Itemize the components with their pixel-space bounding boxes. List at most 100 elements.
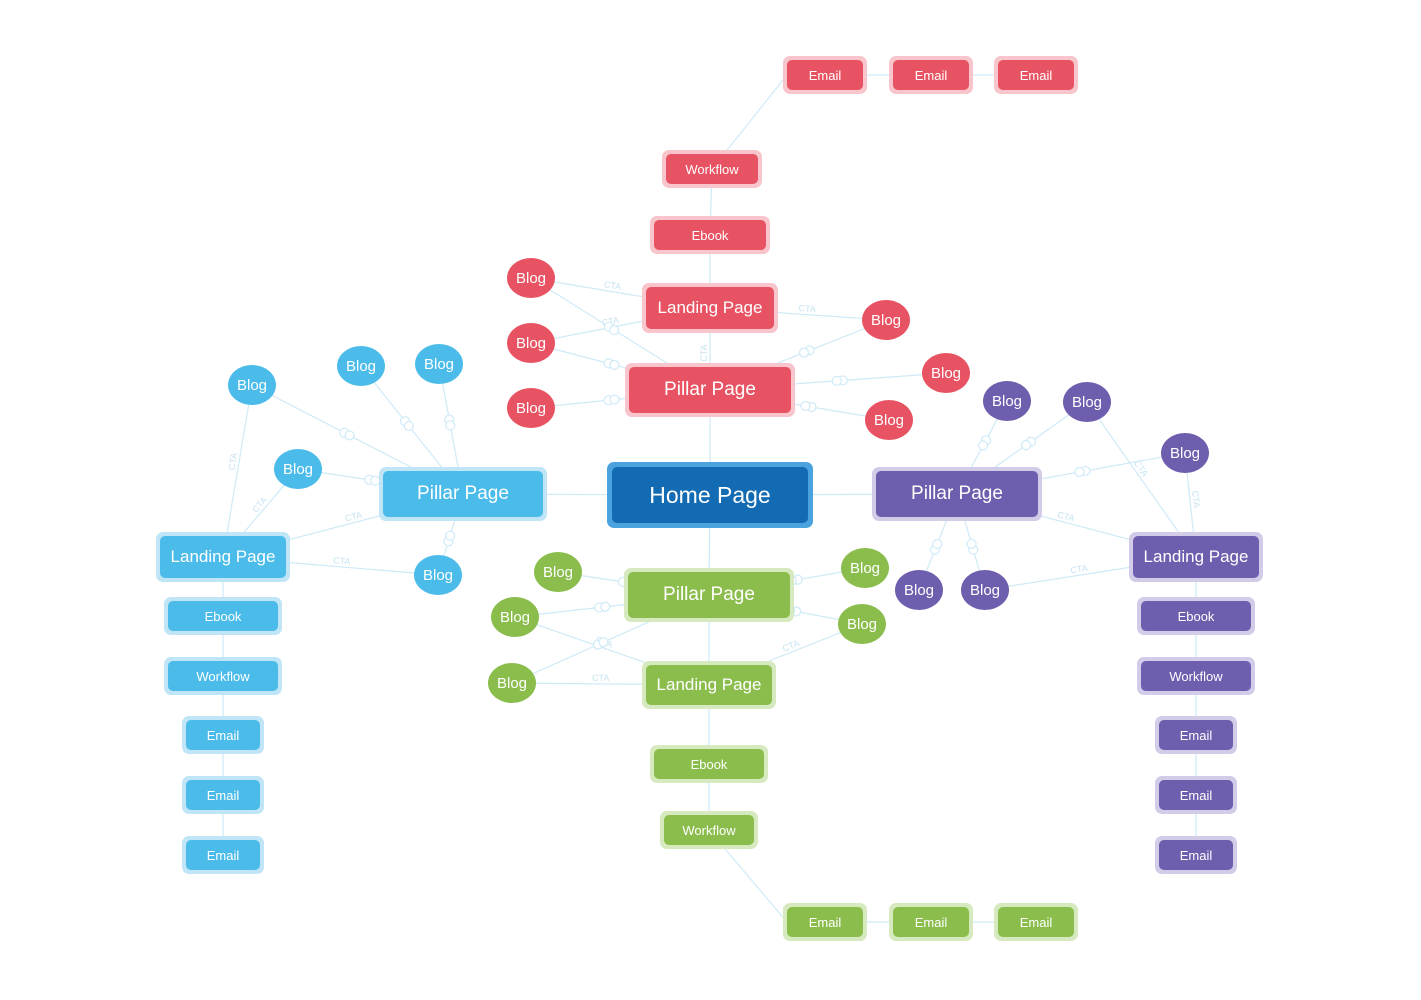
blog-node[interactable]: Blog bbox=[865, 400, 913, 440]
connector-line bbox=[1086, 401, 1197, 558]
link-icon bbox=[403, 420, 414, 432]
email-node[interactable]: Email bbox=[186, 780, 260, 810]
landing-label: Landing Page bbox=[656, 675, 762, 694]
blog-node[interactable]: Blog bbox=[534, 552, 582, 592]
cta-label: CTA bbox=[699, 344, 709, 361]
blog-node[interactable]: Blog bbox=[507, 388, 555, 428]
cta-label: CTA bbox=[603, 279, 622, 292]
blog-node[interactable]: Blog bbox=[841, 548, 889, 588]
email-node[interactable]: Email bbox=[787, 907, 863, 937]
blog-node[interactable]: Blog bbox=[274, 449, 322, 489]
blog-node[interactable]: Blog bbox=[862, 300, 910, 340]
cta-label: CTA bbox=[781, 638, 801, 654]
link-icon bbox=[344, 430, 355, 441]
pillar-node[interactable]: Pillar Page bbox=[628, 572, 790, 618]
link-icon bbox=[600, 601, 611, 612]
email-node[interactable]: Email bbox=[1159, 780, 1233, 810]
ebook-node[interactable]: Ebook bbox=[654, 749, 764, 779]
landing-node[interactable]: Landing Page bbox=[1133, 536, 1259, 578]
workflow-node[interactable]: Workflow bbox=[1141, 661, 1251, 691]
blog-label: Blog bbox=[846, 615, 878, 633]
ebook-node[interactable]: Ebook bbox=[168, 601, 278, 631]
cta-label: CTA bbox=[250, 495, 269, 515]
email-label: Email bbox=[1019, 914, 1053, 930]
blog-node[interactable]: Blog bbox=[838, 604, 886, 644]
pillar-node[interactable]: Pillar Page bbox=[876, 471, 1038, 517]
blog-label: Blog bbox=[236, 376, 268, 394]
blog-node[interactable]: Blog bbox=[507, 323, 555, 363]
email-node[interactable]: Email bbox=[998, 60, 1074, 90]
email-node[interactable]: Email bbox=[998, 907, 1074, 937]
email-node[interactable]: Email bbox=[1159, 840, 1233, 870]
blog-node[interactable]: Blog bbox=[1063, 382, 1111, 422]
email-node[interactable]: Email bbox=[893, 907, 969, 937]
blog-node[interactable]: Blog bbox=[507, 258, 555, 298]
link-icon bbox=[1074, 466, 1085, 478]
email-node[interactable]: Email bbox=[787, 60, 863, 90]
link-icon bbox=[966, 538, 977, 550]
home-label: Home Page bbox=[649, 481, 771, 508]
blog-label: Blog bbox=[423, 355, 455, 373]
cta-label: CTA bbox=[1056, 510, 1075, 524]
blog-node[interactable]: Blog bbox=[415, 344, 463, 384]
email-label: Email bbox=[1179, 727, 1213, 743]
landing-node[interactable]: Landing Page bbox=[646, 287, 774, 329]
blog-node[interactable]: Blog bbox=[491, 597, 539, 637]
link-icon bbox=[1020, 440, 1032, 451]
blog-label: Blog bbox=[515, 399, 547, 417]
blog-node[interactable]: Blog bbox=[488, 663, 536, 703]
blog-node[interactable]: Blog bbox=[961, 570, 1009, 610]
link-icon bbox=[598, 637, 609, 648]
landing-node[interactable]: Landing Page bbox=[646, 665, 772, 705]
workflow-node[interactable]: Workflow bbox=[168, 661, 278, 691]
connector-line bbox=[222, 384, 253, 558]
blog-label: Blog bbox=[903, 581, 935, 599]
blog-label: Blog bbox=[422, 566, 454, 584]
cta-label: CTA bbox=[333, 555, 351, 566]
link-icon bbox=[609, 394, 620, 405]
email-node[interactable]: Email bbox=[1159, 720, 1233, 750]
cta-label: CTA bbox=[344, 510, 363, 524]
landing-label: Landing Page bbox=[1143, 547, 1249, 566]
ebook-node[interactable]: Ebook bbox=[1141, 601, 1251, 631]
pillar-node[interactable]: Pillar Page bbox=[629, 367, 791, 413]
email-label: Email bbox=[206, 847, 240, 863]
ebook-label: Ebook bbox=[1177, 608, 1215, 624]
blog-node[interactable]: Blog bbox=[414, 555, 462, 595]
email-label: Email bbox=[1179, 787, 1213, 803]
link-icon bbox=[831, 375, 842, 386]
blog-label: Blog bbox=[969, 581, 1001, 599]
email-node[interactable]: Email bbox=[893, 60, 969, 90]
cta-label: CTA bbox=[1190, 490, 1202, 508]
blog-label: Blog bbox=[849, 559, 881, 577]
email-node[interactable]: Email bbox=[186, 720, 260, 750]
pillar-node[interactable]: Pillar Page bbox=[383, 471, 543, 517]
blog-label: Blog bbox=[930, 364, 962, 382]
workflow-label: Workflow bbox=[685, 161, 739, 177]
blog-node[interactable]: Blog bbox=[922, 353, 970, 393]
ebook-label: Ebook bbox=[690, 756, 728, 772]
link-icon bbox=[977, 440, 989, 451]
workflow-node[interactable]: Workflow bbox=[666, 154, 758, 184]
pillar-label: Pillar Page bbox=[911, 483, 1003, 504]
blog-node[interactable]: Blog bbox=[337, 346, 385, 386]
home-page-node[interactable]: Home Page bbox=[612, 467, 808, 523]
landing-node[interactable]: Landing Page bbox=[160, 536, 286, 578]
blog-label: Blog bbox=[542, 563, 574, 581]
link-icon bbox=[445, 530, 456, 541]
blog-node[interactable]: Blog bbox=[983, 381, 1031, 421]
blog-label: Blog bbox=[515, 269, 547, 287]
landing-label: Landing Page bbox=[170, 547, 276, 566]
blog-node[interactable]: Blog bbox=[228, 365, 276, 405]
link-icon bbox=[609, 359, 620, 371]
workflow-node[interactable]: Workflow bbox=[664, 815, 754, 845]
link-icon bbox=[608, 324, 620, 336]
pillar-label: Pillar Page bbox=[664, 379, 756, 400]
email-node[interactable]: Email bbox=[186, 840, 260, 870]
blog-node[interactable]: Blog bbox=[1161, 433, 1209, 473]
blog-node[interactable]: Blog bbox=[895, 570, 943, 610]
workflow-label: Workflow bbox=[1169, 668, 1223, 684]
email-label: Email bbox=[914, 914, 948, 930]
blog-label: Blog bbox=[345, 357, 377, 375]
ebook-node[interactable]: Ebook bbox=[654, 220, 766, 250]
